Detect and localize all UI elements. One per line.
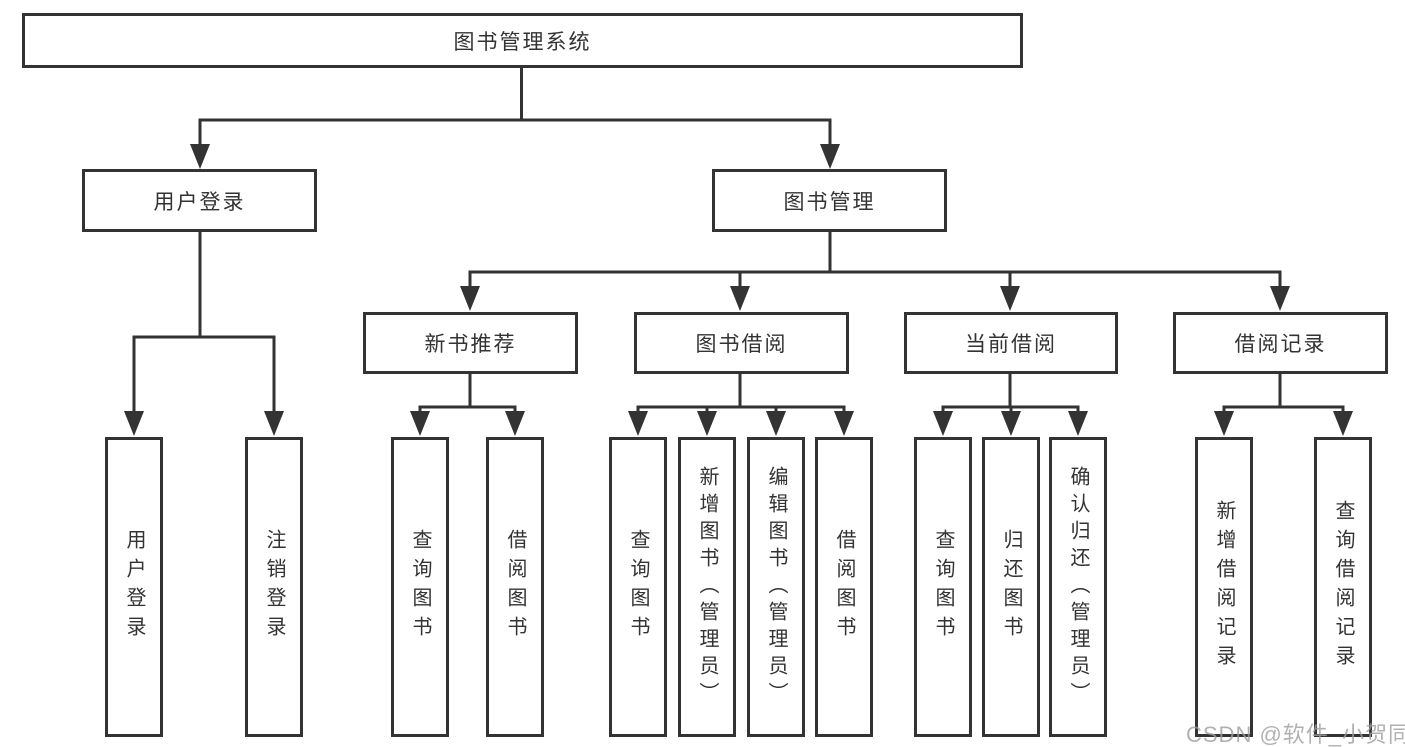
node-label: 注销登录 [263, 529, 285, 645]
node-label: 借阅图书 [504, 529, 526, 645]
node-label: 新增借阅记录 [1213, 500, 1235, 674]
node-label: 新书推荐 [424, 333, 517, 356]
node-label: 查询图书 [932, 529, 954, 645]
connector-lines [132, 67, 1345, 412]
node-borrowing-records: 借阅记录 [1173, 312, 1388, 374]
node-label: 图书管理系统 [453, 30, 592, 54]
node-label: 图书管理 [783, 190, 876, 214]
node-label: 图书借阅 [695, 333, 788, 356]
leaf-query-books-current: 查询图书 [914, 437, 972, 737]
node-label: 查询借阅记录 [1332, 500, 1354, 674]
leaf-user-login: 用户登录 [105, 437, 163, 737]
leaf-query-books-borrow: 查询图书 [609, 437, 667, 737]
node-book-management-branch: 图书管理 [712, 169, 947, 232]
node-current-borrowing: 当前借阅 [904, 312, 1118, 374]
leaf-add-borrow-record: 新增借阅记录 [1195, 437, 1253, 737]
leaf-query-books-recommend: 查询图书 [391, 437, 449, 737]
csdn-watermark: CSDN @软件_小贺同学 [1186, 722, 1405, 747]
node-book-borrowing: 图书借阅 [634, 312, 849, 374]
node-label: 借阅图书 [833, 529, 855, 645]
node-label: 确认归还（管理员） [1067, 465, 1089, 709]
node-label: 查询图书 [627, 529, 649, 645]
node-user-login-branch: 用户登录 [82, 169, 317, 232]
leaf-edit-books-admin: 编辑图书（管理员） [747, 437, 805, 737]
arrowhead-icons [124, 144, 1353, 436]
leaf-borrow-books: 借阅图书 [815, 437, 873, 737]
node-new-book-recommend: 新书推荐 [363, 312, 578, 374]
node-label: 用户登录 [123, 529, 145, 645]
leaf-confirm-return-admin: 确认归还（管理员） [1049, 437, 1107, 737]
node-label: 编辑图书（管理员） [765, 465, 787, 709]
leaf-add-books-admin: 新增图书（管理员） [678, 437, 736, 737]
node-label: 归还图书 [1000, 529, 1022, 645]
node-label: 新增图书（管理员） [696, 465, 718, 709]
node-label: 借阅记录 [1234, 333, 1327, 356]
leaf-borrow-books-recommend: 借阅图书 [486, 437, 544, 737]
node-root-system: 图书管理系统 [22, 13, 1023, 68]
node-label: 查询图书 [409, 529, 431, 645]
node-label: 当前借阅 [965, 333, 1057, 356]
leaf-query-borrow-record: 查询借阅记录 [1314, 437, 1372, 737]
node-label: 用户登录 [153, 190, 246, 214]
leaf-return-books: 归还图书 [982, 437, 1040, 737]
leaf-logout: 注销登录 [245, 437, 303, 737]
